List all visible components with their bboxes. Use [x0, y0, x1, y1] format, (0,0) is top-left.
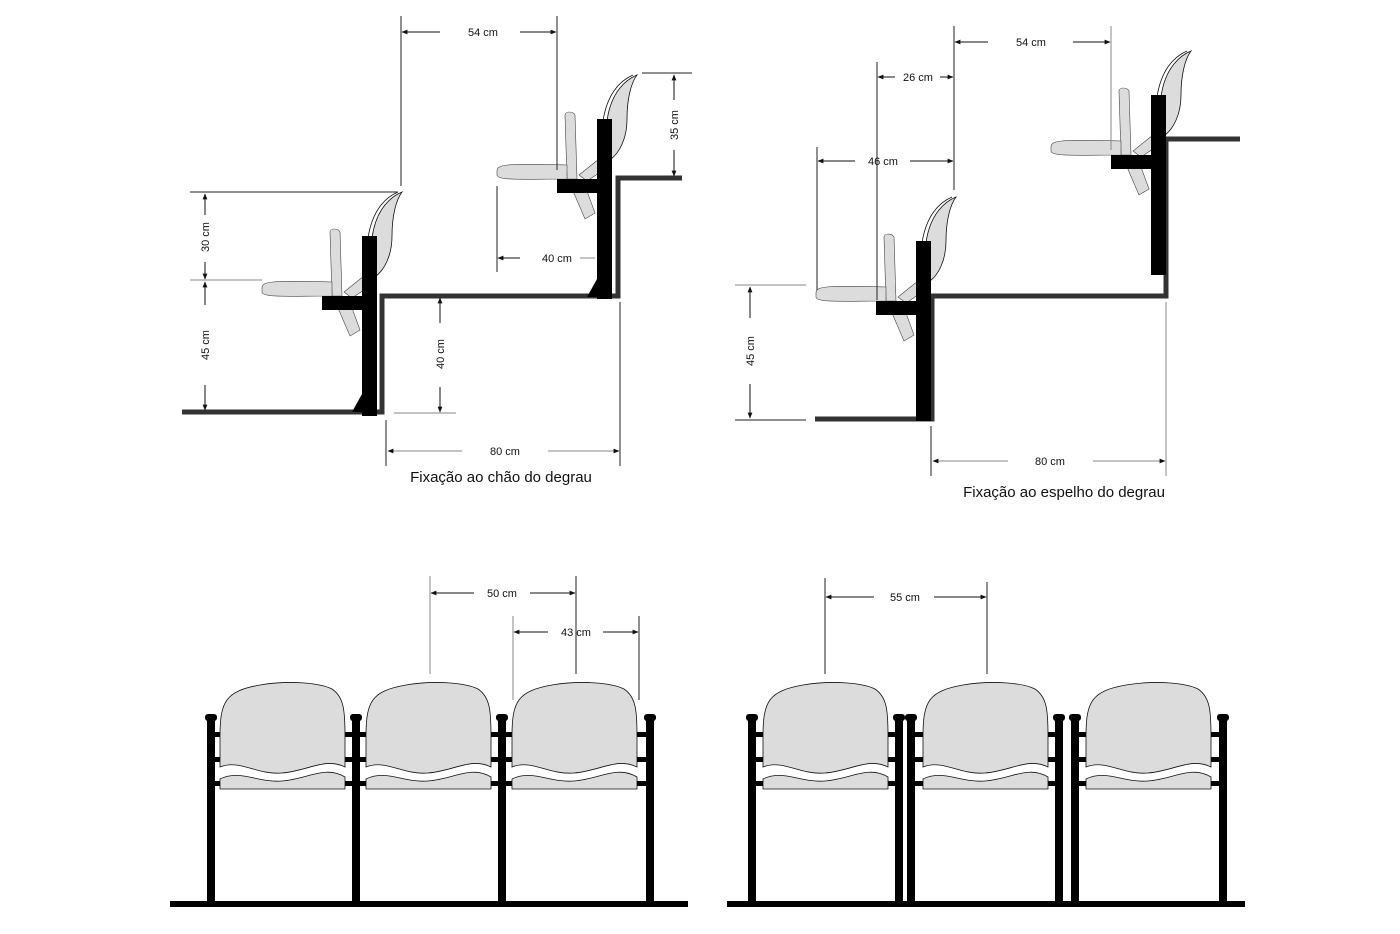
chair-post [1069, 714, 1081, 902]
beam-row-shared-posts: 50 cm 43 cm [170, 576, 688, 907]
dim-clearance-unfolded: 46 cm [868, 156, 898, 168]
lower-seat-riser [815, 196, 957, 422]
chair-post [1217, 714, 1229, 902]
chair-post [644, 714, 656, 902]
dim-step-depth-riser: 80 cm [1035, 456, 1065, 468]
chair-post [893, 714, 905, 902]
dim-center-spacing-shared: 50 cm [487, 588, 517, 600]
dim-row-spacing-floor: 54 cm [468, 27, 498, 39]
step-profile-riser [815, 136, 1240, 422]
chair-shell [762, 682, 889, 790]
dim-center-spacing-separate: 55 cm [890, 592, 920, 604]
upper-seat [496, 74, 638, 300]
riser-mount-diagram: 54 cm 26 cm 46 cm 45 cm 80 cm Fixação ao… [735, 26, 1240, 501]
dim-back-height-upper: 35 cm [669, 110, 681, 140]
chair-post [496, 714, 508, 902]
dim-clearance-folded: 26 cm [903, 72, 933, 84]
chair-post [205, 714, 217, 902]
dim-seat-clearance: 40 cm [542, 253, 572, 265]
lower-seat [261, 191, 403, 417]
chair-shell [1085, 682, 1212, 790]
chair-shell [365, 682, 492, 790]
floor-line-left [170, 901, 688, 907]
dim-seat-height-floor: 45 cm [200, 330, 212, 360]
dim-seat-width: 43 cm [561, 627, 591, 639]
chair-shell [922, 682, 1049, 790]
chair-post [905, 714, 917, 902]
caption-floor-mount: Fixação ao chão do degrau [410, 469, 592, 486]
dim-step-depth-floor: 80 cm [490, 446, 520, 458]
dim-seat-height-riser: 45 cm [745, 336, 757, 366]
chair-post [746, 714, 758, 902]
step-profile [182, 175, 682, 415]
chair-shell [511, 682, 638, 790]
chair-post [350, 714, 362, 902]
floor-line-right [727, 901, 1245, 907]
dim-row-spacing-riser: 54 cm [1016, 37, 1046, 49]
beam-row-separate-posts: 55 cm [727, 578, 1245, 907]
dim-step-height: 40 cm [435, 339, 447, 369]
caption-riser-mount: Fixação ao espelho do degrau [963, 484, 1165, 501]
chair-post [1053, 714, 1065, 902]
chair-shell [219, 682, 346, 790]
dim-back-height-lower: 30 cm [200, 222, 212, 252]
upper-seat-riser [1050, 50, 1192, 276]
floor-mount-diagram: 54 cm 35 cm 30 cm 45 cm 40 cm 40 cm 80 c… [182, 16, 692, 486]
